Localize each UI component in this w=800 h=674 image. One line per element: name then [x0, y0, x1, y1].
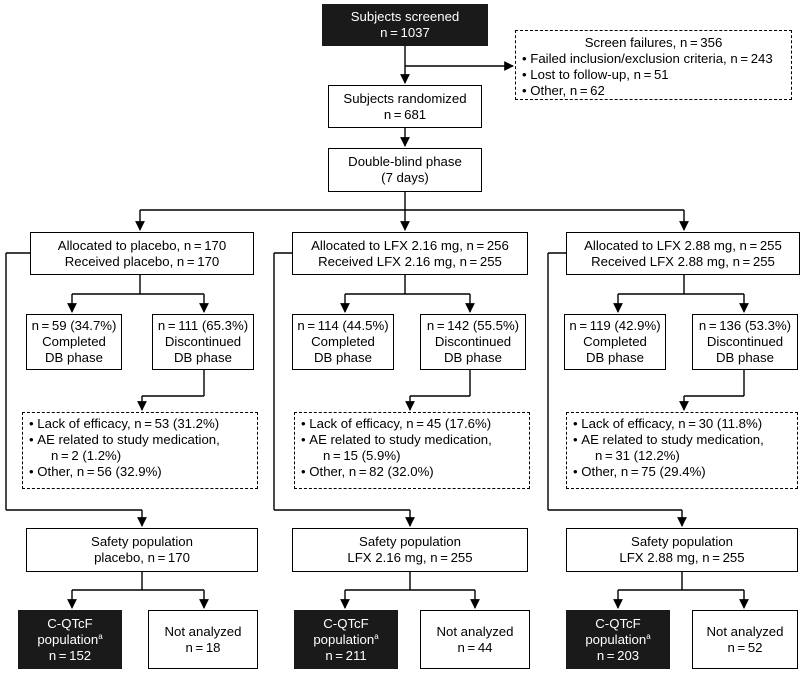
cqtcf-population-box: C-QTcF populationa n = 211 [294, 610, 398, 669]
reason-item-continued: n = 15 (5.9%) [323, 448, 401, 463]
allocation-box: Allocated to LFX 2.88 mg, n = 255 Receiv… [566, 232, 800, 275]
screened-count: n = 1037 [380, 25, 430, 40]
received-label: Received LFX 2.16 mg, n = 255 [318, 253, 502, 269]
completed-box: n = 114 (44.5%) Completed DB phase [292, 314, 394, 370]
completed-box: n = 59 (34.7%) Completed DB phase [26, 314, 122, 370]
received-label: Received placebo, n = 170 [64, 253, 220, 269]
discontinued-label: Discontinued [706, 334, 784, 349]
not-analyzed-label: Not analyzed [436, 623, 514, 639]
subjects-screened-box: Subjects screened n = 1037 [322, 4, 488, 46]
safety-detail: placebo, n = 170 [94, 550, 190, 565]
completed-phase-label: DB phase [586, 350, 644, 365]
not-analyzed-count: n = 44 [457, 639, 493, 655]
double-blind-title: Double-blind phase [348, 154, 462, 169]
completed-phase-label: DB phase [45, 350, 103, 365]
completed-label: Completed [311, 334, 375, 349]
discontinued-phase-label: DB phase [716, 350, 774, 365]
discontinuation-reasons-box: • Lack of efficacy, n = 53 (31.2%) • AE … [22, 412, 258, 489]
safety-title: Safety population [359, 534, 461, 549]
discontinued-phase-label: DB phase [174, 350, 232, 365]
screen-failure-item: • Failed inclusion/exclusion criteria, n… [522, 51, 773, 66]
reason-item: • Lack of efficacy, n = 53 (31.2%) [29, 416, 220, 431]
reason-item: • AE related to study medication, [573, 432, 764, 447]
footnote-marker: a [98, 631, 103, 641]
reason-item: • Lack of efficacy, n = 30 (11.8%) [573, 416, 763, 431]
subjects-randomized-box: Subjects randomized n = 681 [328, 85, 482, 128]
cqtcf-count: n = 203 [596, 647, 640, 663]
cqtcf-label: C-QTcF [323, 615, 369, 631]
not-analyzed-box: Not analyzed n = 52 [692, 610, 798, 669]
safety-title: Safety population [631, 534, 733, 549]
not-analyzed-box: Not analyzed n = 18 [148, 610, 258, 669]
reason-item-continued: n = 31 (12.2%) [595, 448, 680, 463]
safety-population-box: Safety population LFX 2.16 mg, n = 255 [292, 528, 528, 572]
reason-item: • AE related to study medication, [29, 432, 220, 447]
discontinuation-reasons-box: • Lack of efficacy, n = 45 (17.6%) • AE … [294, 412, 530, 489]
cqtcf-label: C-QTcF [47, 615, 93, 631]
discontinued-label: Discontinued [164, 334, 242, 349]
not-analyzed-box: Not analyzed n = 44 [420, 610, 530, 669]
screen-failures-box: Screen failures, n = 356 • Failed inclus… [515, 30, 792, 100]
cqtcf-population-label: populationa [313, 631, 379, 647]
screen-failure-item: • Lost to follow-up, n = 51 [522, 67, 669, 82]
not-analyzed-count: n = 18 [185, 639, 221, 655]
cqtcf-population-box: C-QTcF populationa n = 152 [18, 610, 122, 669]
discontinued-phase-label: DB phase [444, 350, 502, 365]
discontinued-box: n = 136 (53.3%) Discontinued DB phase [692, 314, 798, 370]
screen-failure-item: • Other, n = 62 [522, 83, 605, 98]
reason-item: • Other, n = 75 (29.4%) [573, 464, 706, 479]
not-analyzed-label: Not analyzed [164, 623, 242, 639]
discontinued-count: n = 136 (53.3%) [698, 318, 792, 333]
screen-failures-title: Screen failures, n = 356 [584, 35, 723, 50]
cqtcf-population-label: populationa [37, 631, 103, 647]
completed-label: Completed [42, 334, 106, 349]
not-analyzed-label: Not analyzed [706, 623, 784, 639]
discontinued-count: n = 111 (65.3%) [157, 318, 249, 333]
allocation-box: Allocated to LFX 2.16 mg, n = 256 Receiv… [292, 232, 528, 275]
allocation-box: Allocated to placebo, n = 170 Received p… [30, 232, 254, 275]
discontinuation-reasons-box: • Lack of efficacy, n = 30 (11.8%) • AE … [566, 412, 798, 489]
not-analyzed-count: n = 52 [727, 639, 763, 655]
allocated-label: Allocated to LFX 2.16 mg, n = 256 [311, 237, 509, 253]
reason-item: • Other, n = 56 (32.9%) [29, 464, 162, 479]
allocated-label: Allocated to placebo, n = 170 [57, 237, 227, 253]
discontinued-count: n = 142 (55.5%) [426, 318, 520, 333]
cqtcf-count: n = 152 [48, 647, 92, 663]
double-blind-box: Double-blind phase (7 days) [328, 148, 482, 192]
cqtcf-population-box: C-QTcF populationa n = 203 [566, 610, 670, 669]
safety-detail: LFX 2.88 mg, n = 255 [619, 550, 745, 565]
reason-item-continued: n = 2 (1.2%) [51, 448, 122, 463]
completed-count: n = 119 (42.9%) [569, 318, 661, 333]
double-blind-duration: (7 days) [381, 170, 429, 185]
discontinued-label: Discontinued [434, 334, 512, 349]
safety-title: Safety population [91, 534, 193, 549]
reason-item: • AE related to study medication, [301, 432, 492, 447]
discontinued-box: n = 111 (65.3%) Discontinued DB phase [152, 314, 254, 370]
cqtcf-population-label: populationa [585, 631, 651, 647]
reason-item: • Lack of efficacy, n = 45 (17.6%) [301, 416, 492, 431]
randomized-title: Subjects randomized [343, 90, 467, 106]
completed-count: n = 114 (44.5%) [297, 318, 389, 333]
reason-item: • Other, n = 82 (32.0%) [301, 464, 434, 479]
safety-population-box: Safety population placebo, n = 170 [26, 528, 258, 572]
received-label: Received LFX 2.88 mg, n = 255 [591, 253, 775, 269]
randomized-count: n = 681 [383, 106, 427, 122]
allocated-label: Allocated to LFX 2.88 mg, n = 255 [584, 237, 782, 253]
completed-count: n = 59 (34.7%) [31, 318, 117, 333]
cqtcf-label: C-QTcF [595, 615, 641, 631]
completed-phase-label: DB phase [314, 350, 372, 365]
discontinued-box: n = 142 (55.5%) Discontinued DB phase [420, 314, 526, 370]
cqtcf-count: n = 211 [325, 647, 367, 663]
footnote-marker: a [374, 631, 379, 641]
safety-population-box: Safety population LFX 2.88 mg, n = 255 [566, 528, 798, 572]
footnote-marker: a [646, 631, 651, 641]
completed-box: n = 119 (42.9%) Completed DB phase [564, 314, 666, 370]
safety-detail: LFX 2.16 mg, n = 255 [347, 550, 473, 565]
completed-label: Completed [583, 334, 647, 349]
screened-title: Subjects screened [350, 9, 460, 24]
